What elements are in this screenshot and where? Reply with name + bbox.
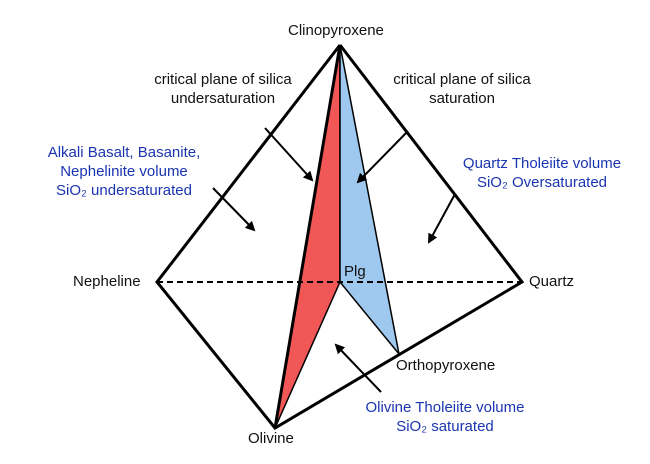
vertex-label-plagioclase: Plg [344, 263, 366, 280]
saturation-plane [339, 44, 400, 355]
vertex-label-orthopyroxene: Orthopyroxene [396, 357, 496, 374]
alkali-basalt-volume-label: Alkali Basalt, Basanite, Nephelinite vol… [47, 144, 201, 199]
arrow-undersaturation-plane [264, 127, 314, 182]
vertex-label-clinopyroxene: Clinopyroxene [288, 22, 384, 39]
arrow-quartz-volume [428, 193, 456, 244]
undersaturation-plane-label: critical plane of silica undersaturation [154, 71, 292, 107]
olivine-tholeiite-volume-label: Olivine Tholeiite volume SiO₂ saturated [365, 399, 525, 435]
vertex-label-quartz: Quartz [529, 273, 575, 290]
arrow-olivine-volume [334, 343, 382, 393]
vertex-label-olivine: Olivine [248, 430, 294, 447]
vertex-label-nepheline: Nepheline [73, 273, 141, 290]
saturation-plane-label: critical plane of silica saturation [393, 71, 531, 107]
clinopyroxene-olivine-edge [273, 44, 342, 429]
quartz-tholeiite-volume-label: Quartz Tholeiite volume SiO₂ Oversaturat… [462, 155, 622, 191]
arrow-alkali-volume [212, 187, 256, 232]
arrow-saturation-plane [356, 130, 409, 184]
